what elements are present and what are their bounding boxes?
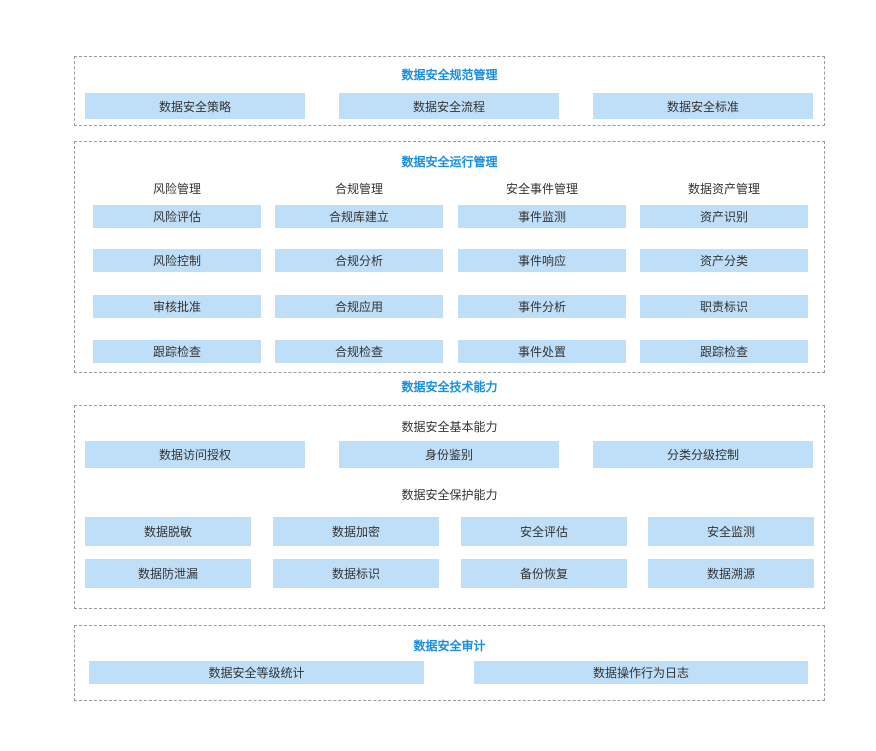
- operations-column-header: 合规管理: [334, 182, 383, 196]
- audit-title: 数据安全审计: [413, 639, 486, 653]
- norms-section: [74, 56, 825, 126]
- operations-item: 合规库建立: [275, 205, 443, 228]
- norms-item-policy: 数据安全策略: [85, 93, 305, 119]
- tech-basic-item: 身份鉴别: [339, 441, 559, 468]
- operations-item: 资产分类: [640, 249, 808, 272]
- tech-protect-item: 备份恢复: [461, 559, 627, 588]
- tech-protect-item: 安全监测: [648, 517, 814, 546]
- operations-item: 合规检查: [275, 340, 443, 363]
- tech-basic-item: 分类分级控制: [593, 441, 813, 468]
- operations-section: [74, 141, 825, 373]
- operations-item: 事件分析: [458, 295, 626, 318]
- operations-column-header: 风险管理: [152, 182, 201, 196]
- tech-protect-item: 数据防泄漏: [85, 559, 251, 588]
- norms-item-process: 数据安全流程: [339, 93, 559, 119]
- tech-protect-item: 数据溯源: [648, 559, 814, 588]
- operations-item: 职责标识: [640, 295, 808, 318]
- tech-protect-item: 安全评估: [461, 517, 627, 546]
- operations-item: 合规分析: [275, 249, 443, 272]
- operations-column-header: 安全事件管理: [505, 182, 578, 196]
- norms-item-standard: 数据安全标准: [593, 93, 813, 119]
- tech-section: [74, 405, 825, 609]
- operations-item: 合规应用: [275, 295, 443, 318]
- operations-item: 事件处置: [458, 340, 626, 363]
- tech-protect-label: 数据安全保护能力: [401, 488, 498, 502]
- audit-section: [74, 625, 825, 701]
- operations-item: 风险评估: [93, 205, 261, 228]
- operations-item: 跟踪检查: [93, 340, 261, 363]
- operations-item: 事件监测: [458, 205, 626, 228]
- operations-item: 跟踪检查: [640, 340, 808, 363]
- operations-item: 风险控制: [93, 249, 261, 272]
- norms-title: 数据安全规范管理: [401, 68, 498, 82]
- audit-item-statistics: 数据安全等级统计: [89, 661, 424, 684]
- operations-title: 数据安全运行管理: [401, 155, 498, 169]
- operations-item: 资产识别: [640, 205, 808, 228]
- operations-column-header: 数据资产管理: [687, 182, 760, 196]
- tech-protect-item: 数据标识: [273, 559, 439, 588]
- operations-item: 事件响应: [458, 249, 626, 272]
- operations-item: 审核批准: [93, 295, 261, 318]
- audit-item-behavior-log: 数据操作行为日志: [474, 661, 808, 684]
- tech-basic-label: 数据安全基本能力: [401, 420, 498, 434]
- tech-basic-item: 数据访问授权: [85, 441, 305, 468]
- tech-protect-item: 数据加密: [273, 517, 439, 546]
- tech-title: 数据安全技术能力: [401, 380, 498, 394]
- tech-protect-item: 数据脱敏: [85, 517, 251, 546]
